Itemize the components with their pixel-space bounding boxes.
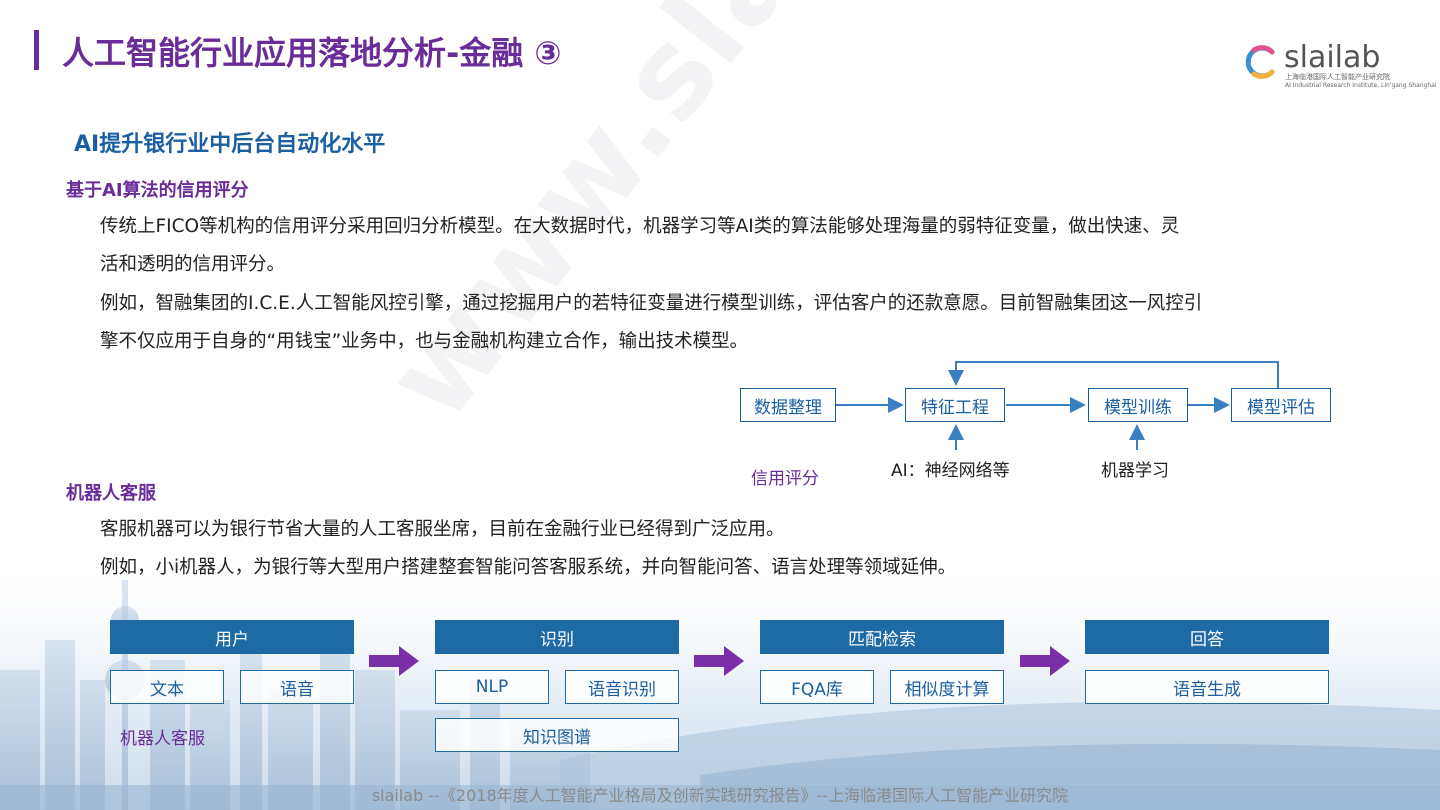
arrow-right-icon: [694, 646, 744, 676]
item-text: 文本: [110, 670, 224, 704]
stage-header-matching: 匹配检索: [760, 620, 1004, 654]
footer-citation: slailab --《2018年度人工智能产业格局及创新实践研究报告》--上海临…: [371, 786, 1069, 805]
paragraph-line: 客服机器可以为银行节省大量的人工客服坐席，目前在金融行业已经得到广泛应用。: [100, 519, 785, 540]
section-heading-credit-scoring: 基于AI算法的信用评分: [66, 180, 249, 201]
item-knowledge-graph: 知识图谱: [435, 718, 679, 752]
stage-header-user: 用户: [110, 620, 354, 654]
arrow-right-icon: [1020, 646, 1070, 676]
arrow-right-icon: [369, 646, 419, 676]
item-speech-generation: 语音生成: [1085, 670, 1329, 704]
logo-name: slailab: [1284, 40, 1381, 75]
logo-subtitle-en: AI Industrial Research Institute, Lin'ga…: [1285, 82, 1437, 89]
section-heading-robot-service: 机器人客服: [66, 483, 156, 504]
slide-subtitle: AI提升银行业中后台自动化水平: [74, 132, 386, 157]
flow-box-feature-eng: 特征工程: [905, 388, 1005, 422]
paragraph-line: 擎不仅应用于自身的“用钱宝”业务中，也与金融机构建立合作，输出技术模型。: [100, 331, 749, 352]
flow-box-model-eval: 模型评估: [1231, 388, 1331, 422]
paragraph-line: 传统上FICO等机构的信用评分采用回归分析模型。在大数据时代，机器学习等AI类的…: [100, 216, 1180, 237]
item-similarity-calc: 相似度计算: [890, 670, 1004, 704]
diagram-caption-credit: 信用评分: [751, 469, 819, 489]
flow-label-ai: AI：神经网络等: [891, 461, 1010, 481]
item-fqa-library: FQA库: [760, 670, 874, 704]
paragraph-line: 例如，小i机器人，为银行等大型用户搭建整套智能问答客服系统，并向智能问答、语言处…: [100, 557, 957, 578]
page-title: 人工智能行业应用落地分析-金融 ③: [62, 34, 562, 72]
flow-label-ml: 机器学习: [1101, 461, 1169, 481]
paragraph-line: 例如，智融集团的I.C.E.人工智能风控引擎，通过挖掘用户的若特征变量进行模型训…: [100, 293, 1203, 314]
credit-flow-arrows: [836, 361, 1279, 450]
stage-header-answer: 回答: [1085, 620, 1329, 654]
item-nlp: NLP: [435, 670, 549, 704]
stage-header-recognition: 识别: [435, 620, 679, 654]
logo-subtitle-cn: 上海临港国际人工智能产业研究院: [1285, 73, 1390, 81]
item-speech-recognition: 语音识别: [565, 670, 679, 704]
title-accent-bar: [34, 30, 39, 70]
slailab-logo-icon: [1245, 45, 1275, 79]
diagram-caption-robot: 机器人客服: [120, 729, 205, 749]
item-voice: 语音: [240, 670, 354, 704]
flow-box-data-prep: 数据整理: [740, 388, 836, 422]
flow-box-model-train: 模型训练: [1088, 388, 1188, 422]
paragraph-line: 活和透明的信用评分。: [100, 254, 286, 275]
